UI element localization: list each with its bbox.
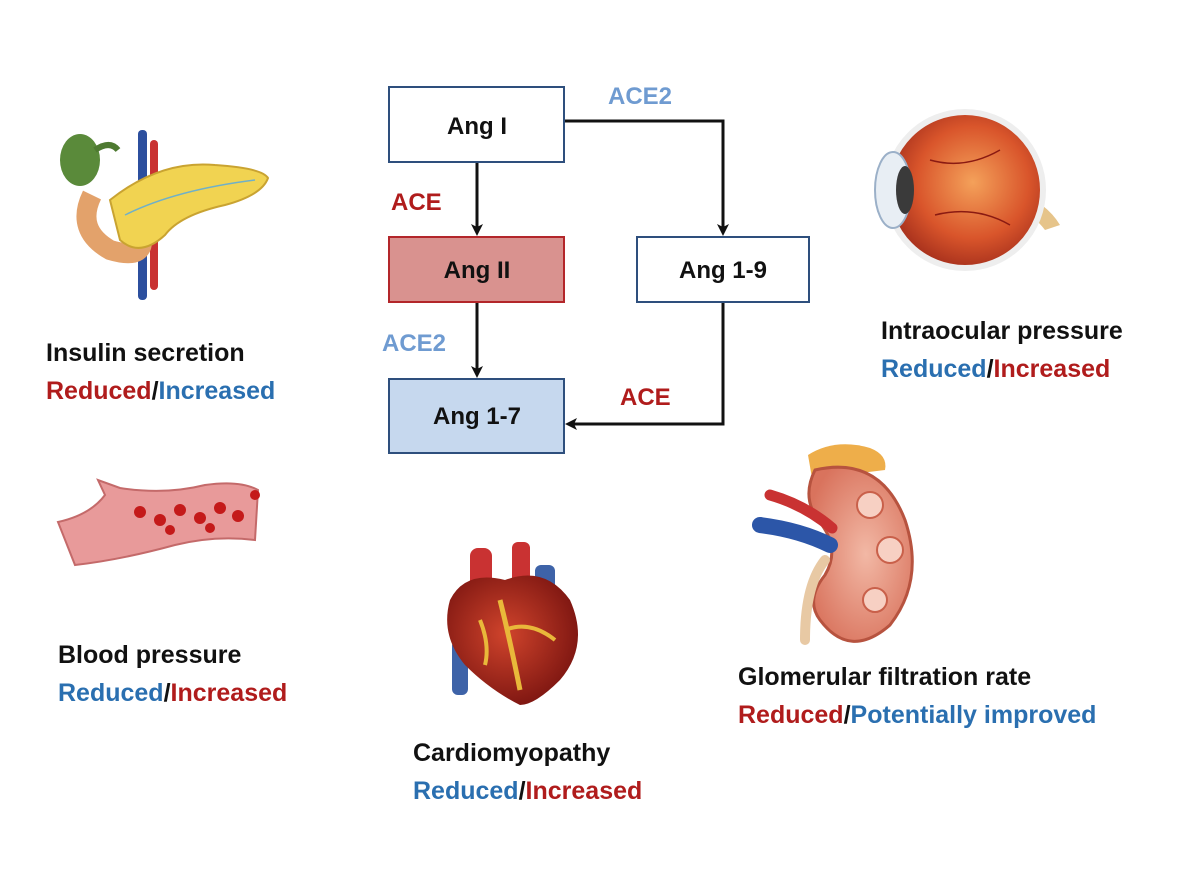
organ-pancreas-title: Insulin secretion	[46, 339, 245, 367]
arrow-ang19-to-ang17	[565, 303, 725, 430]
organ-kidney-text: Glomerular filtration rate Reduced/Poten…	[738, 658, 1096, 734]
organ-kidney-sep: /	[843, 701, 851, 729]
organ-vessel-second: Increased	[170, 679, 288, 707]
organ-eye-sep: /	[986, 355, 994, 383]
node-ang-i-label: Ang I	[447, 113, 507, 140]
arrow-ang1-to-ang19	[565, 119, 729, 236]
organ-pancreas-sep: /	[151, 377, 159, 405]
organ-heart-second: Increased	[525, 777, 643, 805]
node-ang-ii: Ang II	[388, 236, 565, 303]
enzyme-ace2-left: ACE2	[382, 330, 446, 357]
node-ang-1-7: Ang 1-7	[388, 378, 565, 454]
organ-kidney-title: Glomerular filtration rate	[738, 663, 1032, 691]
enzyme-ace-left: ACE	[391, 189, 442, 216]
organ-kidney-second: Potentially improved	[850, 701, 1097, 729]
organ-kidney-first: Reduced	[738, 701, 844, 729]
organ-vessel-first: Reduced	[58, 679, 164, 707]
organ-vessel-text: Blood pressure Reduced/Increased	[58, 636, 287, 712]
organ-vessel-sep: /	[163, 679, 171, 707]
organ-pancreas-text: Insulin secretion Reduced/Increased	[46, 334, 275, 410]
organ-heart-effect: Reduced/Increased	[413, 772, 642, 810]
organ-kidney-effect: Reduced/Potentially improved	[738, 696, 1096, 734]
organ-heart-title: Cardiomyopathy	[413, 739, 611, 767]
organ-pancreas-first: Reduced	[46, 377, 152, 405]
organ-eye-second: Increased	[993, 355, 1111, 383]
organ-eye-effect: Reduced/Increased	[881, 350, 1123, 388]
organ-vessel-title: Blood pressure	[58, 641, 242, 669]
organ-eye-text: Intraocular pressure Reduced/Increased	[881, 312, 1123, 388]
organ-eye-first: Reduced	[881, 355, 987, 383]
pancreas-icon	[60, 130, 270, 300]
node-ang-i: Ang I	[388, 86, 565, 163]
organ-eye-title: Intraocular pressure	[881, 317, 1123, 345]
organ-vessel-effect: Reduced/Increased	[58, 674, 287, 712]
eye-icon	[874, 109, 1060, 271]
kidney-icon	[752, 444, 914, 645]
node-ang-1-7-label: Ang 1-7	[433, 403, 521, 430]
organ-pancreas-effect: Reduced/Increased	[46, 372, 275, 410]
enzyme-ace-right: ACE	[620, 384, 671, 411]
organ-heart-text: Cardiomyopathy Reduced/Increased	[413, 734, 642, 810]
organ-pancreas-second: Increased	[158, 377, 276, 405]
blood-vessel-icon	[56, 478, 260, 567]
node-ang-1-9-label: Ang 1-9	[679, 257, 767, 284]
heart-icon	[447, 542, 578, 705]
node-ang-1-9: Ang 1-9	[636, 236, 810, 303]
organ-heart-sep: /	[518, 777, 526, 805]
node-ang-ii-label: Ang II	[444, 257, 511, 284]
organ-heart-first: Reduced	[413, 777, 519, 805]
enzyme-ace2-top: ACE2	[608, 83, 672, 110]
